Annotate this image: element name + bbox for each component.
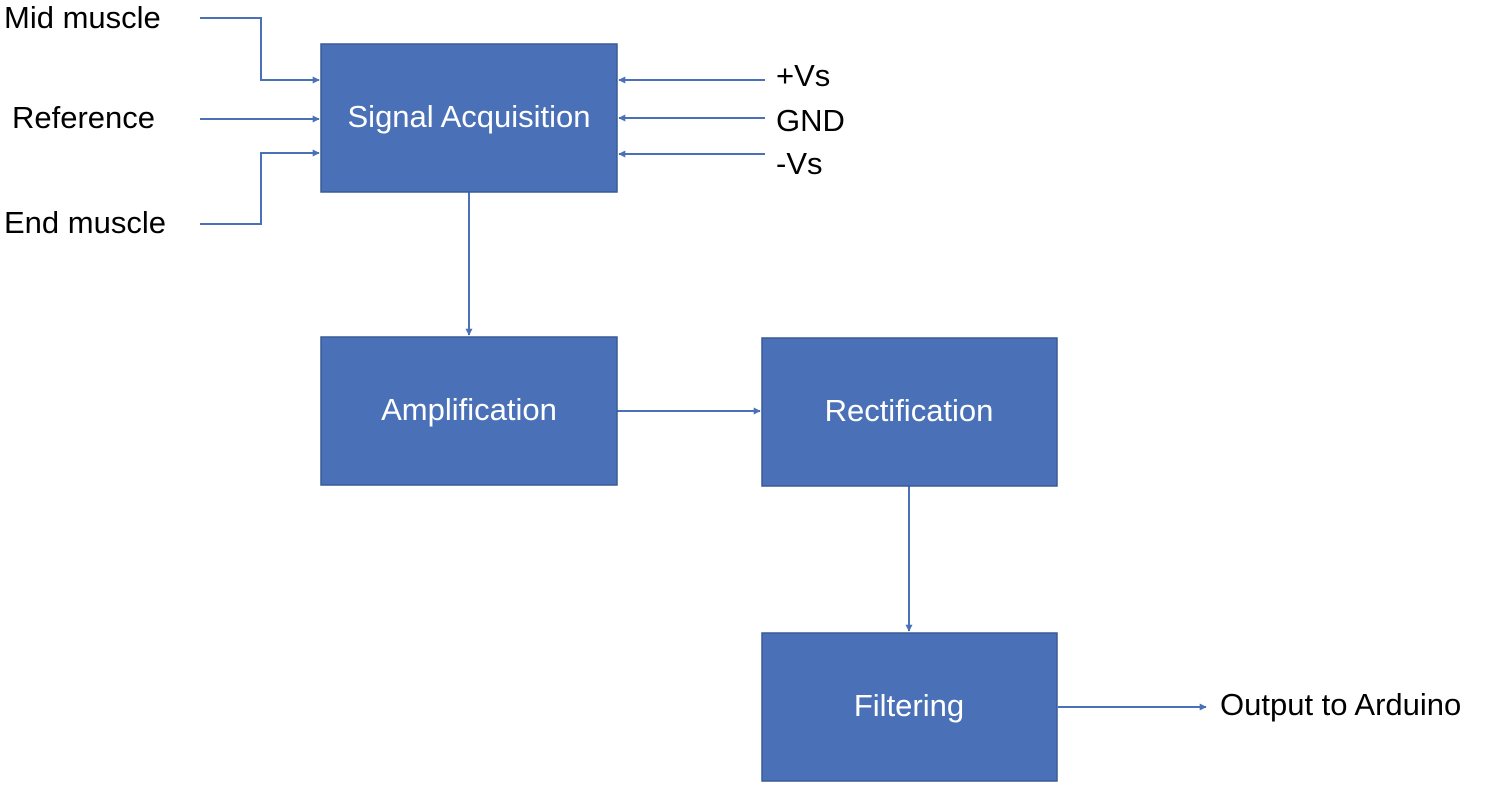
label-ground: GND xyxy=(776,103,845,138)
block-signal-acquisition: Signal Acquisition xyxy=(320,43,618,193)
label-output-arduino: Output to Arduino xyxy=(1220,687,1461,722)
label-positive-supply: +Vs xyxy=(776,58,830,93)
block-amplification-label: Amplification xyxy=(381,392,557,427)
block-rectification: Rectification xyxy=(761,337,1058,487)
label-end-muscle: End muscle xyxy=(4,205,166,240)
block-filtering-label: Filtering xyxy=(854,688,964,723)
label-mid-muscle: Mid muscle xyxy=(4,0,161,35)
connector-mid-muscle xyxy=(200,17,320,84)
connector-end-muscle xyxy=(200,149,320,225)
label-negative-supply: -Vs xyxy=(776,146,823,181)
block-rectification-label: Rectification xyxy=(825,393,994,428)
block-amplification: Amplification xyxy=(320,336,618,486)
block-filtering: Filtering xyxy=(761,632,1058,782)
label-reference: Reference xyxy=(12,100,155,135)
block-signal-acquisition-label: Signal Acquisition xyxy=(348,99,591,134)
